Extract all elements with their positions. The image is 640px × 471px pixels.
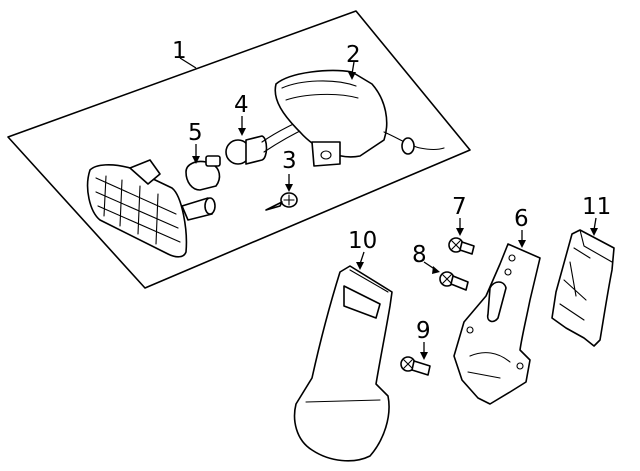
side-marker-lens[interactable] [86, 159, 216, 258]
lamp-housing[interactable] [274, 69, 445, 167]
bulb[interactable] [185, 155, 221, 191]
bolt-8[interactable] [439, 271, 469, 291]
callout-1: 1 [172, 38, 187, 64]
callout-10: 10 [348, 228, 377, 254]
callout-11: 11 [582, 194, 611, 220]
bolt-7[interactable] [448, 237, 475, 255]
bolt-9[interactable] [400, 356, 431, 376]
callout-2: 2 [346, 42, 361, 68]
callout-3: 3 [282, 148, 297, 174]
callout-9: 9 [416, 318, 431, 344]
callout-4: 4 [234, 92, 249, 118]
tapping-screw[interactable] [265, 192, 298, 211]
callout-5: 5 [188, 120, 203, 146]
trim-cover[interactable] [293, 265, 393, 462]
mounting-bracket[interactable] [453, 243, 541, 405]
retainer[interactable] [551, 229, 615, 347]
leader-lines [179, 57, 598, 360]
callout-7: 7 [452, 194, 467, 220]
callout-6: 6 [514, 206, 529, 232]
callout-8: 8 [412, 242, 427, 268]
